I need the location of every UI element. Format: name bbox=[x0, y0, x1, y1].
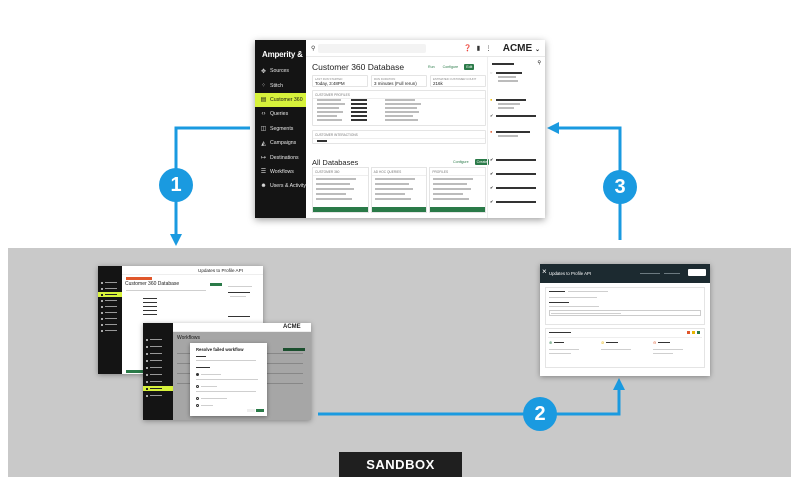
nav-item-segments[interactable]: ◫Segments bbox=[260, 125, 294, 133]
activity-item[interactable]: ● bbox=[490, 129, 542, 143]
top-bar: ⚲ ❓ ▮ ⋮ ACME ⌄ bbox=[306, 40, 545, 57]
sandbox-screenshot-changes: × Updates to Profile API ⊕ ⊘ ⊖ bbox=[540, 264, 710, 376]
activity-item[interactable]: ● bbox=[490, 97, 542, 111]
pending-icon: ○ bbox=[490, 70, 493, 75]
search-input[interactable] bbox=[318, 43, 427, 53]
error-icon: ● bbox=[490, 129, 493, 134]
added-icon: ⊕ bbox=[549, 340, 553, 345]
db-card-profiles[interactable]: PROFILES bbox=[429, 167, 487, 213]
stat-last-run: LAST RUN STARTED Today, 3:48PM bbox=[312, 75, 368, 87]
activity-item[interactable]: ○ bbox=[490, 70, 542, 84]
db-card-ad-hoc[interactable]: AD HOC QUERIES bbox=[370, 167, 428, 213]
modal-cancel-button[interactable] bbox=[247, 409, 255, 412]
db-create-button[interactable]: Create bbox=[474, 159, 490, 165]
warning-icon: ● bbox=[490, 97, 493, 102]
db-card-customer-360[interactable]: CUSTOMER 360 bbox=[312, 167, 369, 213]
modal-resolve-button[interactable] bbox=[256, 409, 264, 412]
db-configure-button[interactable]: Configure bbox=[453, 160, 469, 164]
panel-search-icon[interactable]: ⚲ bbox=[537, 60, 541, 66]
notifications-icon[interactable]: ▮ bbox=[476, 45, 481, 52]
stat-customer-count: ESTIMATED CUSTOMER COUNT 216k bbox=[430, 75, 486, 87]
segments-icon: ◫ bbox=[260, 126, 267, 133]
customer-profiles-panel: CUSTOMER PROFILES bbox=[312, 90, 486, 126]
users-icon: ☻ bbox=[260, 183, 267, 190]
main-screenshot: Amperity & ✥Sources ⁘Stitch ▤Customer 36… bbox=[255, 40, 545, 218]
help-icon[interactable]: ❓ bbox=[463, 45, 472, 52]
check-icon: ✔ bbox=[490, 185, 494, 190]
page-title: Customer 360 Database bbox=[312, 62, 405, 72]
arrow-step-2 bbox=[318, 378, 625, 416]
database-icon: ▤ bbox=[260, 97, 267, 104]
removed-icon: ⊖ bbox=[653, 340, 657, 345]
sandbox-title: Updates to Profile API bbox=[549, 271, 592, 276]
activity-item[interactable]: ✔ bbox=[490, 171, 542, 185]
sandbox-name-header: Updates to Profile API bbox=[198, 268, 243, 273]
search-icon[interactable]: ⚲ bbox=[311, 45, 316, 52]
thumb-page-title: Customer 360 Database bbox=[125, 281, 180, 287]
workflows-icon: ☰ bbox=[260, 169, 267, 176]
stitch-icon: ⁘ bbox=[260, 83, 267, 90]
thumb-tenant: ACME bbox=[283, 324, 301, 330]
sources-icon: ✥ bbox=[260, 68, 267, 75]
sidebar: Amperity & ✥Sources ⁘Stitch ▤Customer 36… bbox=[255, 40, 306, 218]
brand-logo: Amperity & bbox=[262, 50, 303, 59]
campaign-icon: ◭ bbox=[261, 140, 266, 147]
activity-item[interactable]: ✔ bbox=[490, 113, 542, 127]
close-icon[interactable]: × bbox=[542, 267, 547, 276]
nav-item-sources[interactable]: ✥Sources bbox=[260, 68, 290, 75]
step-badge-1: 1 bbox=[159, 168, 193, 202]
check-icon: ✔ bbox=[490, 157, 494, 162]
stat-run-duration: RUN DURATION 3 minutes (Full rerun) bbox=[371, 75, 427, 87]
promote-button[interactable] bbox=[688, 269, 706, 276]
nav-item-users-activity[interactable]: ☻Users & Activity bbox=[260, 183, 306, 190]
edit-button[interactable]: Edit bbox=[464, 64, 475, 70]
activity-item[interactable]: ✔ bbox=[490, 185, 542, 199]
check-icon: ✔ bbox=[490, 199, 494, 204]
code-icon: ‹› bbox=[261, 111, 266, 118]
activity-item[interactable]: ✔ bbox=[490, 199, 542, 213]
nav-item-destinations[interactable]: ↦Destinations bbox=[260, 154, 299, 162]
chevron-down-icon: ⌄ bbox=[534, 46, 540, 53]
step-badge-3: 3 bbox=[603, 170, 637, 204]
nav-item-workflows[interactable]: ☰Workflows bbox=[260, 168, 294, 176]
all-databases-heading: All Databases bbox=[312, 158, 359, 167]
sandbox-screenshot-front: ACME Workflows Resolve failed workflow bbox=[143, 323, 311, 420]
destinations-icon: ↦ bbox=[260, 155, 267, 162]
nav-item-stitch[interactable]: ⁘Stitch bbox=[260, 82, 283, 90]
customer-interactions-panel: CUSTOMER INTERACTIONS bbox=[312, 130, 486, 144]
nav-item-customer-360[interactable]: ▤Customer 360 bbox=[255, 92, 306, 108]
modal-title: Resolve failed workflow bbox=[196, 347, 244, 352]
thumb-workflows-title: Workflows bbox=[177, 335, 200, 341]
check-icon: ✔ bbox=[490, 171, 494, 176]
run-button[interactable]: Run bbox=[428, 65, 435, 69]
resolve-workflow-modal: Resolve failed workflow bbox=[190, 343, 267, 416]
sandbox-label: SANDBOX bbox=[339, 452, 462, 477]
changed-icon: ⊘ bbox=[601, 340, 605, 345]
nav-item-campaigns[interactable]: ◭Campaigns bbox=[261, 140, 297, 147]
arrow-step-1 bbox=[170, 126, 250, 246]
check-icon: ✔ bbox=[490, 113, 494, 118]
more-options-icon[interactable]: ⋮ bbox=[485, 45, 492, 52]
stats-row: LAST RUN STARTED Today, 3:48PM RUN DURAT… bbox=[312, 75, 486, 87]
nav-item-queries[interactable]: ‹›Queries bbox=[261, 111, 289, 118]
tenant-selector[interactable]: ACME ⌄ bbox=[502, 42, 540, 54]
database-columns: CUSTOMER 360 AD HOC QUERIES PROFILES bbox=[312, 167, 487, 213]
activity-item[interactable]: ✔ bbox=[490, 157, 542, 171]
activity-panel: ⚲ ○ ● ✔ ● ✔ bbox=[487, 57, 545, 218]
configure-button[interactable]: Configure bbox=[442, 65, 459, 69]
step-badge-2: 2 bbox=[523, 397, 557, 431]
